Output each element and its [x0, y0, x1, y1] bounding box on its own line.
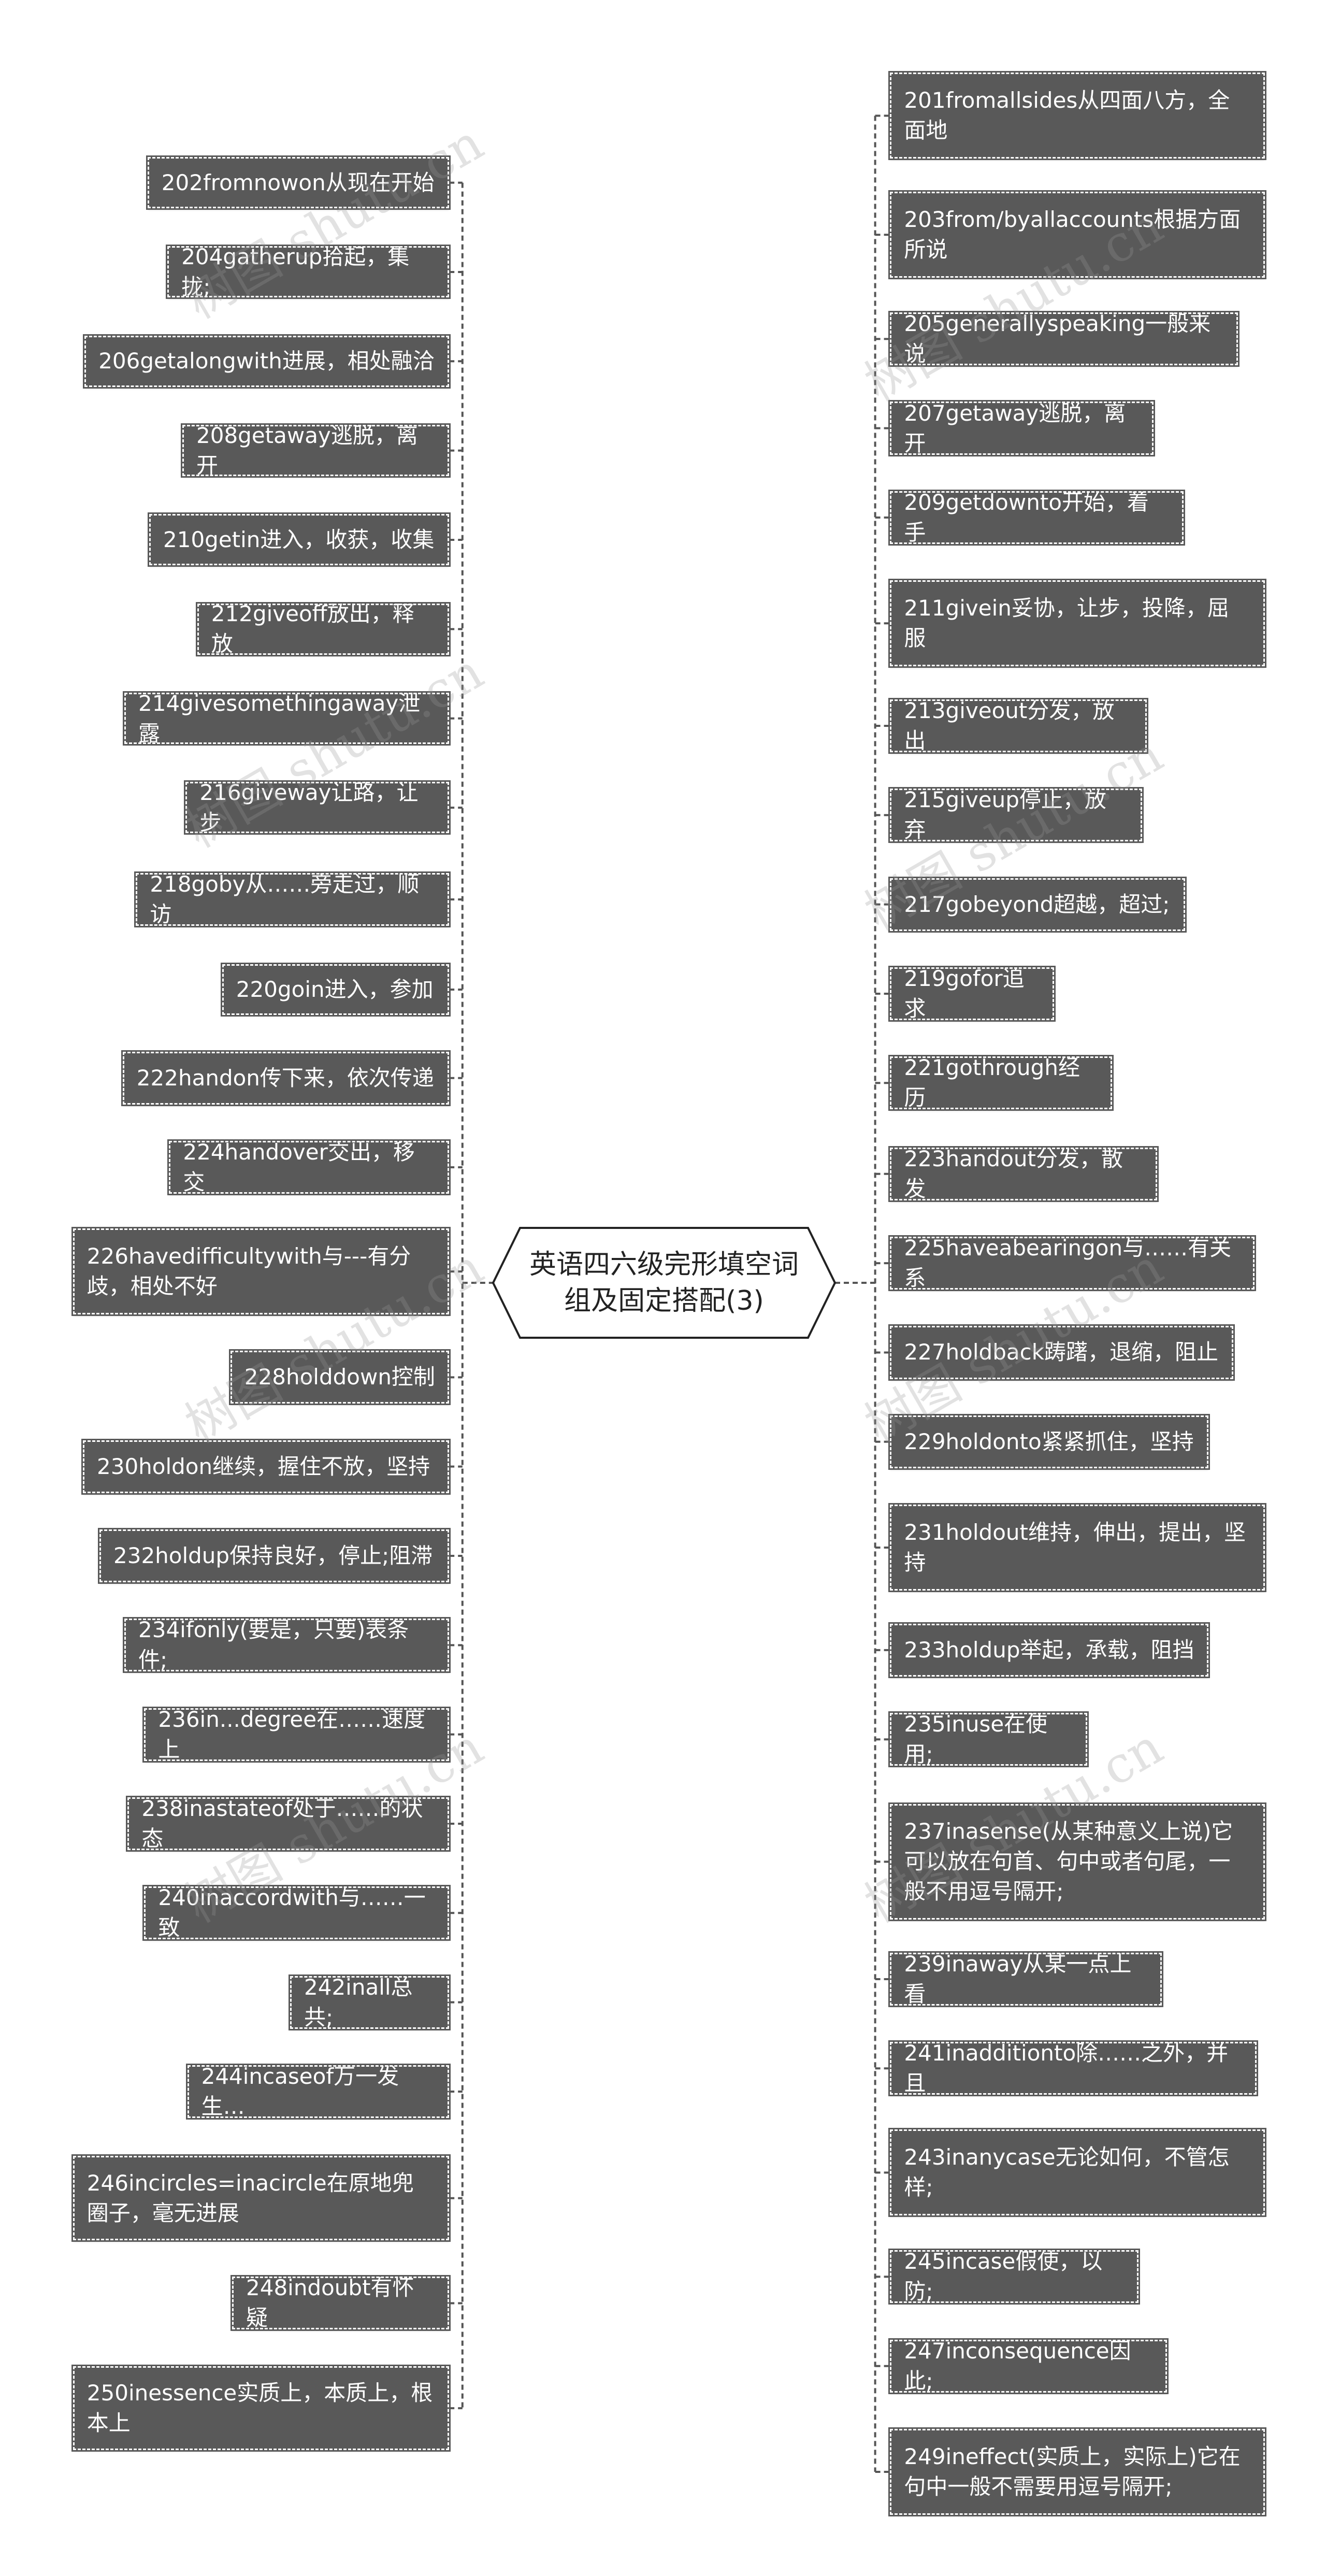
right-topic-node[interactable]: 211givein妥协，让步，投降，屈服 [888, 579, 1266, 668]
left-topic-node[interactable]: 246incircles=inacircle在原地兜圈子，毫无进展 [71, 2154, 451, 2242]
left-topic-node[interactable]: 214givesomethingaway泄露 [122, 691, 451, 746]
right-topic-node[interactable]: 249ineffect(实质上，实际上)它在句中一般不需要用逗号隔开; [888, 2427, 1266, 2516]
right-topic-node[interactable]: 247inconsequence因此; [888, 2338, 1169, 2394]
right-topic-node[interactable]: 225haveabearingon与……有关系 [888, 1235, 1257, 1292]
left-topic-node[interactable]: 236in...degree在……速度上 [142, 1706, 451, 1763]
left-topic-node[interactable]: 222handon传下来，依次传递 [121, 1050, 451, 1106]
right-topic-node[interactable]: 227holdback踌躇，退缩，阻止 [888, 1324, 1235, 1381]
left-topic-node[interactable]: 244incaseof万一发生… [185, 2063, 451, 2120]
left-topic-node[interactable]: 232holdup保持良好，停止;阻滞 [97, 1527, 451, 1584]
left-topic-node[interactable]: 234ifonly(要是，只要)表条件; [122, 1617, 451, 1673]
right-topic-node[interactable]: 219gofor追求 [888, 965, 1056, 1022]
left-topic-node[interactable]: 216giveway让路，让步 [184, 780, 451, 835]
right-topic-node[interactable]: 201fromallsides从四面八方，全面地 [888, 71, 1266, 161]
left-topic-node[interactable]: 218goby从……旁走过，顺访 [134, 871, 451, 928]
left-topic-node[interactable]: 250inessence实质上，本质上，根本上 [71, 2364, 451, 2452]
right-topic-node[interactable]: 233holdup举起，承载，阻挡 [888, 1622, 1210, 1678]
left-topic-node[interactable]: 206getalongwith进展，相处融洽 [83, 334, 451, 389]
right-topic-node[interactable]: 241inadditionto除……之外，并且 [888, 2040, 1258, 2097]
left-topic-node[interactable]: 224handover交出，移交 [167, 1139, 451, 1196]
left-topic-node[interactable]: 238inastateof处于……的状态 [126, 1795, 451, 1852]
right-topic-node[interactable]: 235inuse在使用; [888, 1711, 1089, 1768]
left-topic-node[interactable]: 210getin进入，收获，收集 [147, 512, 451, 567]
left-topic-node[interactable]: 208getaway逃脱，离开 [180, 423, 451, 478]
right-topic-node[interactable]: 239inaway从某一点上看 [888, 1951, 1164, 2008]
right-topic-node[interactable]: 231holdout维持，伸出，提出，坚持 [888, 1503, 1266, 1592]
left-topic-node[interactable]: 226havedifficultywith与---有分歧，相处不好 [71, 1227, 451, 1316]
left-topic-node[interactable]: 220goin进入，参加 [220, 962, 451, 1017]
left-topic-node[interactable]: 230holdon继续，握住不放，坚持 [81, 1438, 451, 1495]
right-topic-node[interactable]: 207getaway逃脱，离开 [888, 400, 1156, 456]
right-topic-node[interactable]: 217gobeyond超越，超过; [888, 876, 1187, 933]
left-topic-node[interactable]: 228holddown控制 [228, 1349, 451, 1406]
center-hexagon [492, 1227, 837, 1339]
left-topic-node[interactable]: 212giveoff放出，释放 [195, 601, 451, 656]
center-topic-title: 英语四六级完形填空词组及固定搭配(3) [529, 1249, 799, 1316]
right-topic-node[interactable]: 223handout分发，散发 [888, 1146, 1159, 1202]
center-topic[interactable]: 英语四六级完形填空词组及固定搭配(3) [478, 1226, 851, 1340]
right-topic-node[interactable]: 213giveout分发，放出 [888, 697, 1149, 754]
right-topic-node[interactable]: 203from/byallaccounts根据方面所说 [888, 190, 1266, 280]
right-topic-node[interactable]: 243inanycase无论如何，不管怎样; [888, 2128, 1266, 2217]
right-topic-node[interactable]: 229holdonto紧紧抓住，坚持 [888, 1413, 1210, 1470]
left-topic-node[interactable]: 204gatherup拾起，集拢; [166, 244, 451, 299]
left-topic-node[interactable]: 248indoubt有怀疑 [230, 2275, 451, 2331]
right-topic-node[interactable]: 245incase假使，以防; [888, 2249, 1141, 2305]
left-topic-node[interactable]: 202fromnowon从现在开始 [146, 155, 451, 210]
left-topic-node[interactable]: 242inall总共; [288, 1974, 451, 2030]
right-topic-node[interactable]: 209getdownto开始，着手 [888, 489, 1185, 546]
right-topic-node[interactable]: 221gothrough经历 [888, 1055, 1114, 1111]
right-topic-node[interactable]: 215giveup停止，放弃 [888, 787, 1144, 843]
right-topic-node[interactable]: 205generallyspeaking一般来说 [888, 311, 1240, 367]
right-topic-node[interactable]: 237inasense(从某种意义上说)它可以放在句首、句中或者句尾，一般不用逗… [888, 1802, 1266, 1922]
left-topic-node[interactable]: 240inaccordwith与……一致 [142, 1885, 451, 1941]
